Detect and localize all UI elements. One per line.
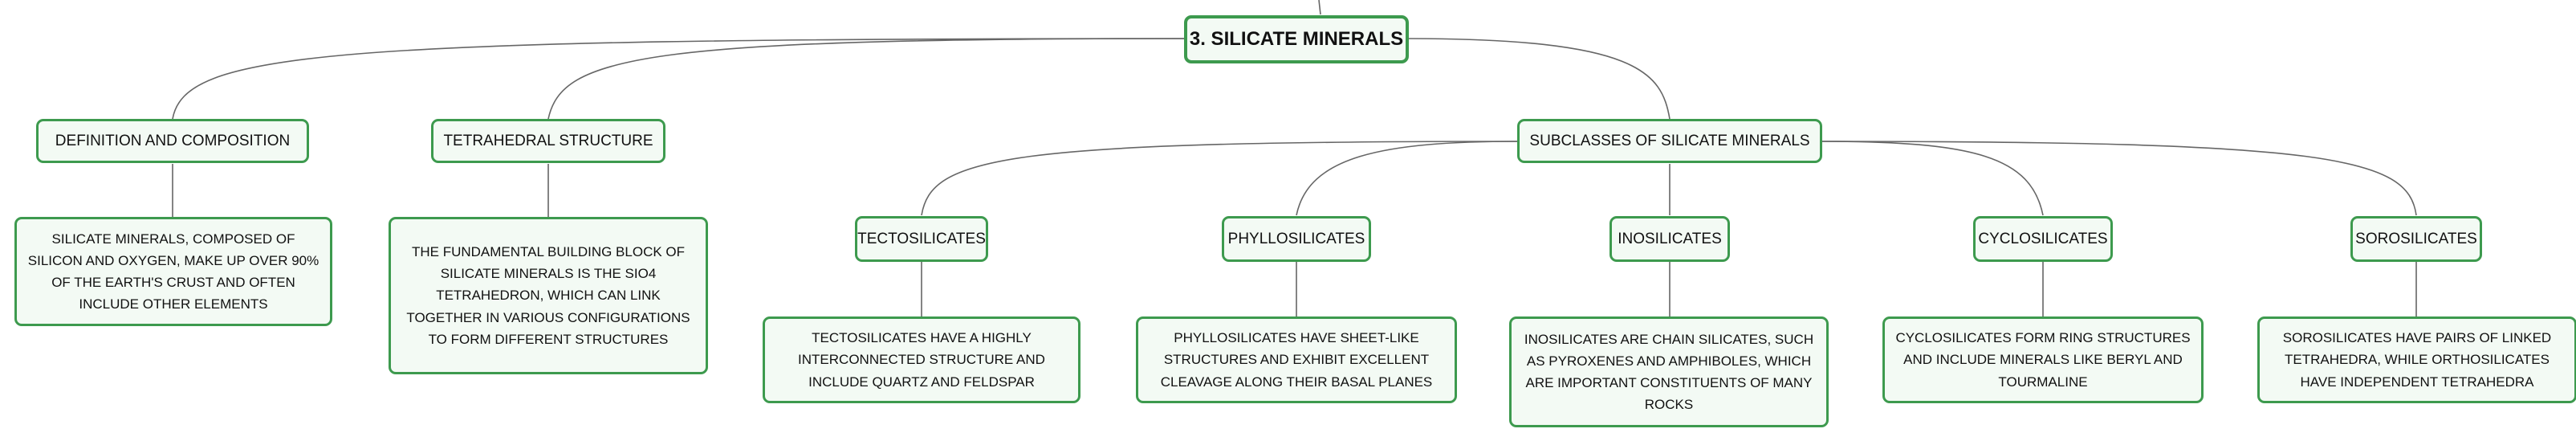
- root-node[interactable]: 3. SILICATE MINERALS: [1184, 15, 1409, 63]
- detail-tetrahedral-structure[interactable]: THE FUNDAMENTAL BUILDING BLOCK OF SILICA…: [389, 217, 708, 374]
- edge-root-definition: [172, 38, 1187, 120]
- detail-inosilicates[interactable]: INOSILICATES ARE CHAIN SILICATES, SUCH A…: [1509, 316, 1829, 427]
- subclass-tectosilicates[interactable]: TECTOSILICATES: [855, 216, 988, 262]
- topic-definition-and-composition[interactable]: DEFINITION AND COMPOSITION: [36, 119, 309, 163]
- subclass-sorosilicates[interactable]: SOROSILICATES: [2350, 216, 2482, 262]
- subclass-phyllosilicates[interactable]: PHYLLOSILICATES: [1222, 216, 1371, 262]
- detail-sorosilicates[interactable]: SOROSILICATES HAVE PAIRS OF LINKED TETRA…: [2257, 316, 2576, 403]
- subclass-inosilicates[interactable]: INOSILICATES: [1609, 216, 1730, 262]
- edge-subclasses-soro: [1820, 141, 2417, 216]
- edge-root-subclasses: [1406, 38, 1671, 120]
- detail-cyclosilicates[interactable]: CYCLOSILICATES FORM RING STRUCTURES AND …: [1882, 316, 2204, 403]
- edge-root-structure: [547, 38, 1187, 120]
- detail-definition-and-composition[interactable]: SILICATE MINERALS, COMPOSED OF SILICON A…: [14, 217, 332, 326]
- topic-subclasses-of-silicate-minerals[interactable]: SUBCLASSES OF SILICATE MINERALS: [1517, 119, 1822, 163]
- edge-subclasses-phyllo: [1296, 141, 1520, 216]
- subclass-cyclosilicates[interactable]: CYCLOSILICATES: [1973, 216, 2113, 262]
- edge-root-parent: [1318, 0, 1321, 15]
- topic-tetrahedral-structure[interactable]: TETRAHEDRAL STRUCTURE: [431, 119, 665, 163]
- edge-subclasses-tecto: [921, 141, 1520, 216]
- detail-tectosilicates[interactable]: TECTOSILICATES HAVE A HIGHLY INTERCONNEC…: [763, 316, 1080, 403]
- edge-subclasses-cyclo: [1820, 141, 2044, 216]
- detail-phyllosilicates[interactable]: PHYLLOSILICATES HAVE SHEET-LIKE STRUCTUR…: [1136, 316, 1457, 403]
